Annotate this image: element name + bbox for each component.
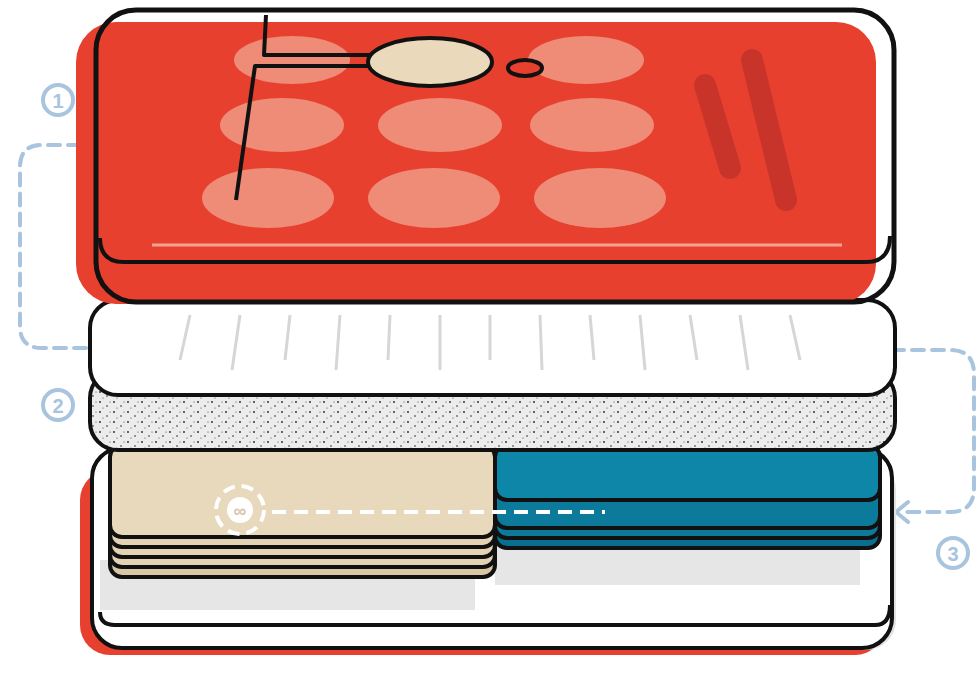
- marker-dot: [227, 497, 253, 523]
- pad-line: [388, 315, 390, 360]
- lid-sensor: [368, 38, 492, 86]
- pad-line: [590, 315, 594, 360]
- card: [495, 445, 880, 500]
- lid-highlight: [152, 244, 842, 247]
- pad-lines: [180, 315, 800, 370]
- lid-pad: [220, 98, 344, 152]
- lid-pad: [368, 168, 500, 228]
- lid-pad: [530, 98, 654, 152]
- callout-number: 2: [52, 396, 63, 416]
- callout-number: 3: [947, 544, 958, 564]
- pad-layer: [90, 300, 895, 395]
- pad-line: [285, 315, 290, 360]
- arrow-head: [896, 502, 908, 522]
- pad-line: [336, 315, 340, 370]
- callout-ring: [43, 85, 73, 115]
- lid-pad: [534, 168, 666, 228]
- tray-inner-shade: [495, 545, 860, 585]
- tray-rim: [100, 605, 890, 625]
- pad-line: [690, 315, 697, 360]
- grip-stripe: [752, 60, 786, 200]
- lid-pad: [202, 168, 334, 228]
- pad-line: [489, 315, 492, 360]
- marker-ring: [216, 486, 264, 534]
- marker-leader: [272, 510, 605, 514]
- pad-line: [232, 315, 240, 370]
- lid-pad: [528, 36, 644, 84]
- callout-ring: [938, 538, 968, 568]
- callout-number: 1: [52, 91, 63, 111]
- card: [110, 445, 495, 537]
- infinity-symbol: ∞: [234, 502, 247, 520]
- pad-line: [540, 315, 542, 370]
- lid-wire: [236, 15, 372, 200]
- pad-line: [180, 315, 190, 360]
- lid-outline: [96, 10, 894, 302]
- blue-card-stack: [495, 445, 880, 548]
- pad-line: [439, 315, 442, 370]
- lid-grip: [705, 60, 786, 200]
- pad-line: [790, 315, 800, 360]
- grip-stripe: [705, 85, 730, 168]
- lid-led: [508, 60, 542, 76]
- lid-pad: [234, 36, 350, 84]
- pad-line: [740, 315, 748, 370]
- callout-ring: [43, 390, 73, 420]
- lid-edge: [100, 236, 890, 262]
- pad-line: [640, 315, 645, 370]
- lid-pad: [378, 98, 502, 152]
